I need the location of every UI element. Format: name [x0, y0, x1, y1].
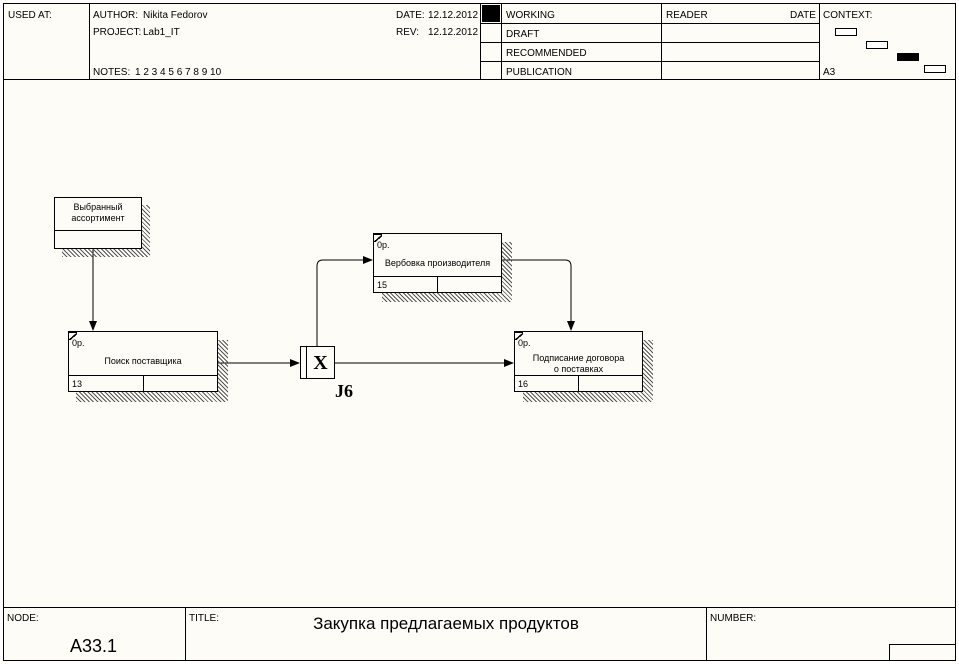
- notes-label: NOTES:: [93, 67, 131, 78]
- used-at-label: USED AT:: [8, 10, 52, 21]
- unit-of-behavior-search-supplier[interactable]: 0р. Поиск поставщика 13: [68, 331, 218, 392]
- rev-value: 12.12.2012: [428, 27, 479, 38]
- junction-label: J6: [335, 381, 353, 401]
- date-cell: DATE: 12.12.2012 REV: 12.12.2012: [394, 4, 481, 80]
- rev-label: REV:: [396, 27, 419, 38]
- context-box: [924, 65, 946, 73]
- date-value: 12.12.2012: [428, 10, 479, 21]
- context-box: [866, 41, 888, 49]
- arrow-recruit-to-contract[interactable]: [501, 259, 575, 331]
- referent-bottom: [55, 230, 141, 248]
- reader-date-label: DATE: [790, 10, 816, 21]
- header-block: USED AT: AUTHOR: Nikita Fedorov PROJECT:…: [4, 4, 955, 80]
- unit-of-behavior-sign-contract[interactable]: 0р. Подписание договора о поставках 16: [514, 331, 643, 392]
- author-cell: AUTHOR: Nikita Fedorov PROJECT: Lab1_IT …: [90, 4, 394, 80]
- unit-number: 16: [518, 379, 529, 389]
- unit-name: Поиск поставщика: [104, 356, 182, 366]
- status-draft: DRAFT: [506, 29, 540, 40]
- unit-bottom: 16: [515, 375, 642, 391]
- author-label: AUTHOR:: [93, 10, 138, 21]
- reader-label: READER: [666, 10, 708, 21]
- unit-name: Вербовка производителя: [384, 258, 491, 268]
- arrow-junction-to-recruit[interactable]: [316, 256, 373, 347]
- referent-box[interactable]: Выбранный ассортимент: [54, 197, 142, 249]
- xor-junction[interactable]: X: [300, 346, 335, 379]
- unit-number: 15: [377, 280, 388, 290]
- arrows-layer: [89, 249, 575, 367]
- status-working: WORKING: [506, 10, 555, 21]
- referent-name: Выбранный ассортимент: [71, 202, 125, 223]
- diagram-frame: USED AT: AUTHOR: Nikita Fedorov PROJECT:…: [3, 3, 956, 661]
- diagram-title: Закупка предлагаемых продуктов: [313, 614, 579, 633]
- page-number-box: [889, 644, 955, 660]
- context-label: CONTEXT:: [823, 10, 873, 21]
- unit-number: 13: [72, 379, 83, 389]
- working-status-marker: [482, 5, 500, 22]
- unit-name: Подписание договора о поставках: [532, 353, 625, 374]
- context-id: A3: [823, 67, 836, 78]
- number-label: NUMBER:: [710, 613, 757, 624]
- used-at-cell: USED AT:: [4, 4, 90, 80]
- box-corner-icon: [374, 234, 382, 242]
- status-recommended: RECOMMENDED: [506, 48, 587, 59]
- unit-op: 0р.: [518, 338, 531, 348]
- node-value: A33.1: [70, 636, 118, 656]
- unit-bottom: 15: [374, 276, 501, 292]
- author-value: Nikita Fedorov: [143, 10, 208, 21]
- context-box: [835, 28, 857, 36]
- unit-op: 0р.: [377, 240, 390, 250]
- project-label: PROJECT:: [93, 27, 142, 38]
- box-corner-icon: [515, 332, 523, 340]
- junction-symbol: X: [313, 352, 328, 374]
- box-corner-icon: [69, 332, 77, 340]
- context-cell: CONTEXT: A3: [820, 4, 955, 80]
- project-value: Lab1_IT: [143, 27, 180, 38]
- unit-of-behavior-recruit-manufacturer[interactable]: 0р. Вербовка производителя 15: [373, 233, 502, 293]
- node-label: NODE:: [7, 613, 39, 624]
- diagram-canvas: Выбранный ассортимент 0р. Поиск поставщи…: [4, 80, 955, 607]
- date-label: DATE:: [396, 10, 425, 21]
- status-publication: PUBLICATION: [506, 67, 572, 78]
- footer-block: NODE: A33.1 TITLE: Закупка предлагаемых …: [4, 607, 955, 660]
- unit-bottom: 13: [69, 375, 217, 391]
- notes-value: 1 2 3 4 5 6 7 8 9 10: [135, 67, 222, 78]
- context-box-current: [897, 53, 919, 61]
- unit-op: 0р.: [72, 338, 85, 348]
- title-label: TITLE:: [189, 613, 220, 624]
